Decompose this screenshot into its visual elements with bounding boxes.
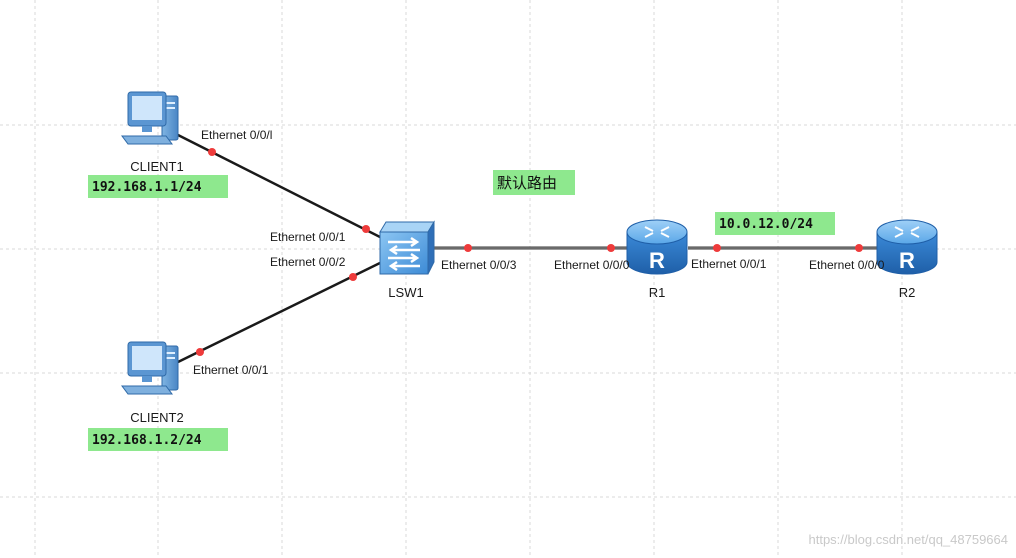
client1-port-label: Ethernet 0/0/l [201, 128, 272, 142]
lsw1-port-1-label: Ethernet 0/0/1 [270, 230, 346, 244]
port-dot-lsw1-2[interactable] [349, 273, 357, 281]
svg-text:R: R [649, 248, 665, 273]
r1-label: R1 [649, 285, 666, 300]
client1-ip-text: 192.168.1.1/24 [92, 180, 202, 195]
r2-port-0-label: Ethernet 0/0/0 [809, 258, 885, 272]
port-dot-lsw1-1[interactable] [362, 225, 370, 233]
lsw1-switch-icon[interactable] [379, 220, 435, 275]
port-dot-r1-0[interactable] [607, 244, 615, 252]
client1-label: CLIENT1 [130, 159, 183, 174]
lsw1-port-2-label: Ethernet 0/0/2 [270, 255, 346, 269]
lsw1-label: LSW1 [388, 285, 423, 300]
link-client2-lsw1[interactable] [177, 260, 383, 364]
r2-label: R2 [899, 285, 916, 300]
watermark: https://blog.csdn.net/qq_48759664 [809, 532, 1009, 547]
client2-ip-text: 192.168.1.2/24 [92, 433, 202, 448]
r1-port-0-label: Ethernet 0/0/0 [554, 258, 630, 272]
lsw1-port-3-label: Ethernet 0/0/3 [441, 258, 517, 272]
note-client2-ip[interactable]: 192.168.1.2/24 [88, 428, 228, 451]
r1-router-icon[interactable]: R [626, 219, 688, 275]
note-default-route[interactable]: 默认路由 [493, 170, 575, 195]
r1-port-1-label: Ethernet 0/0/1 [691, 257, 767, 271]
svg-text:R: R [899, 248, 915, 273]
port-labels: Ethernet 0/0/l Ethernet 0/0/1 Ethernet 0… [193, 128, 885, 377]
r1-r2-subnet-text: 10.0.12.0/24 [719, 217, 813, 232]
note-client1-ip[interactable]: 192.168.1.1/24 [88, 175, 228, 198]
port-dot-client1[interactable] [208, 148, 216, 156]
client1-pc-icon[interactable] [121, 91, 179, 145]
client2-label: CLIENT2 [130, 410, 183, 425]
r2-router-icon[interactable]: R [876, 219, 938, 275]
port-dot-client2[interactable] [196, 348, 204, 356]
port-dot-r2-0[interactable] [855, 244, 863, 252]
client2-port-label: Ethernet 0/0/1 [193, 363, 269, 377]
port-dot-r1-1[interactable] [713, 244, 721, 252]
note-r1-r2-subnet[interactable]: 10.0.12.0/24 [715, 212, 835, 235]
client2-pc-icon[interactable] [121, 341, 179, 395]
port-dots [196, 148, 863, 356]
port-dot-lsw1-3[interactable] [464, 244, 472, 252]
default-route-text: 默认路由 [497, 174, 557, 192]
